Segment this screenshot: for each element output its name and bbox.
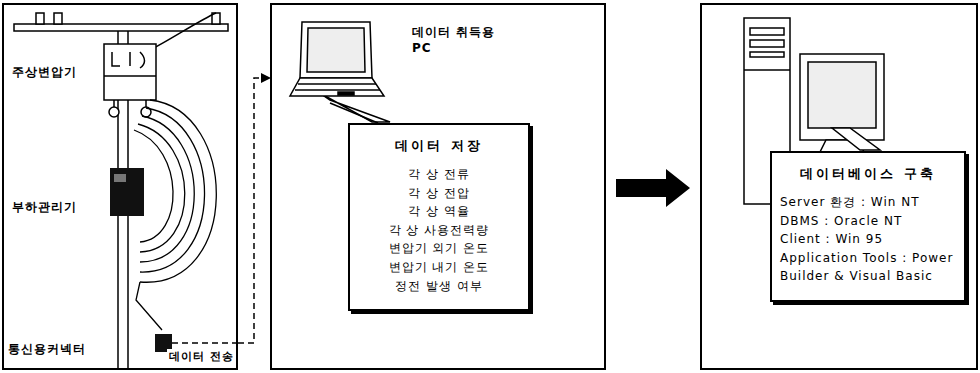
panel-frame: 주상변압기부하관리기통신용커넥터 <box>2 3 238 370</box>
list-item: 각 상 역율 <box>358 202 520 221</box>
list-item: 변압기 외기 온도 <box>358 239 520 258</box>
part-label: 부하관리기 <box>12 200 112 216</box>
list-item: 정전 발생 여부 <box>358 277 520 296</box>
laptop <box>290 22 390 122</box>
connector <box>330 103 378 123</box>
panel-frame: 데이터 취득용 PC 데이터 저장각 상 전류각 상 전압각 상 역율각 상 사용… <box>270 3 606 370</box>
info-box: 데이터베이스 구축 Server 환경 : Win NTDBMS : Oracle… <box>770 151 966 302</box>
list-item: 변압기 내기 온도 <box>358 258 520 277</box>
panel-frame: 데이터베이스 구축 Server 환경 : Win NTDBMS : Oracle… <box>700 3 978 370</box>
info-box: 데이터 저장각 상 전류각 상 전압각 상 역율각 상 사용전력량변압기 외기 … <box>348 123 530 311</box>
pole-transformer <box>104 44 156 117</box>
list-item: 각 상 전류 <box>358 165 520 184</box>
connector <box>616 169 690 207</box>
load-manager-window <box>114 174 126 182</box>
part-label: 통신용커넥터 <box>8 342 120 358</box>
list-item: Application Tools : Power Builder & Visu… <box>780 249 956 286</box>
wire-loops <box>134 100 216 330</box>
load-manager <box>110 168 144 216</box>
box-title: 데이터베이스 구축 <box>780 165 956 183</box>
list-item: 각 상 전압 <box>358 184 520 203</box>
data-line <box>172 342 237 344</box>
connector <box>238 78 270 343</box>
part-label: 주상변압기 <box>12 65 112 81</box>
list-item: DBMS : Oracle NT <box>780 212 956 231</box>
box-title: 데이터 저장 <box>358 137 520 155</box>
list-item: Client : Win 95 <box>780 230 956 249</box>
list-item: Server 환경 : Win NT <box>780 193 956 212</box>
list-item: 각 상 사용전력량 <box>358 221 520 240</box>
edge-label: 데이터 전송 <box>167 349 236 364</box>
part-label: 데이터 취득용 PC <box>412 25 504 56</box>
